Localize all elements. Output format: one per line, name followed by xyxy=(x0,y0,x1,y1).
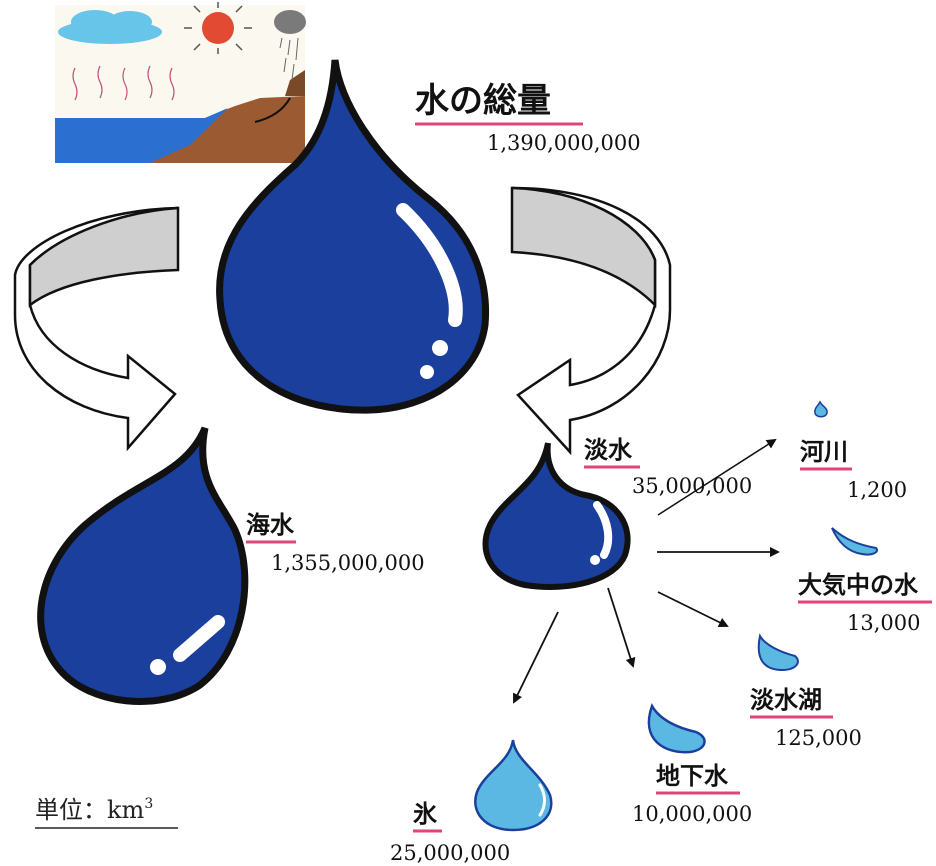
right-cycle-arrow-shade xyxy=(510,186,657,309)
total-label: 水の総量 xyxy=(415,81,551,121)
atmosphere-label: 大気中の水 xyxy=(798,571,919,599)
atmosphere-drop xyxy=(831,527,878,556)
arrow-to-ice xyxy=(513,611,559,704)
sun-icon xyxy=(184,2,252,54)
groundwater-label: 地下水 xyxy=(656,762,729,790)
rivers-label: 河川 xyxy=(800,438,848,466)
unit-label: 単位：km3 xyxy=(35,796,153,824)
rivers-drop xyxy=(814,400,828,418)
seawater-value: 1,355,000,000 xyxy=(271,551,425,575)
arrow-to-rivers xyxy=(657,438,777,516)
unit-superscript: 3 xyxy=(144,796,153,812)
seawater-drop xyxy=(37,426,249,705)
rain-cloud-icon xyxy=(274,10,306,81)
lakes-drop xyxy=(757,633,799,672)
lakes-label: 淡水湖 xyxy=(750,686,822,714)
lakes-value: 125,000 xyxy=(775,726,862,750)
ice-label: 氷 xyxy=(413,800,438,828)
total-water-drop xyxy=(216,59,489,414)
arrow-to-lakes xyxy=(657,591,729,627)
arrow-to-groundwater xyxy=(607,587,636,668)
freshwater-value: 35,000,000 xyxy=(632,474,752,498)
ice-value: 25,000,000 xyxy=(390,841,510,865)
groundwater-value: 10,000,000 xyxy=(632,802,752,826)
seawater-label: 海水 xyxy=(246,511,295,539)
cloud-icon xyxy=(58,10,162,44)
runoff-arrow xyxy=(254,97,291,123)
freshwater-drop xyxy=(482,442,631,590)
total-value: 1,390,000,000 xyxy=(487,131,641,155)
ice-drop xyxy=(474,739,553,832)
groundwater-drop xyxy=(647,703,706,754)
rivers-value: 1,200 xyxy=(847,478,907,502)
water-cycle-illustration xyxy=(55,2,306,163)
freshwater-label: 淡水 xyxy=(584,436,633,464)
evaporation-arrows xyxy=(72,65,175,101)
atmosphere-value: 13,000 xyxy=(847,611,920,635)
left-cycle-arrow-shade xyxy=(28,206,180,308)
